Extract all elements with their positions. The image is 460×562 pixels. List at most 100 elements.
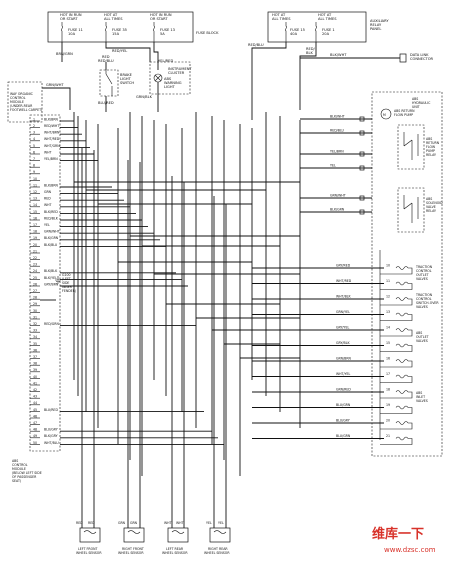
lf-sensor-body xyxy=(79,527,101,543)
pin-number: 9 xyxy=(33,170,35,174)
hot-label-3b: OR START xyxy=(150,17,168,21)
lf-sensor-coil xyxy=(83,530,97,534)
pin-number: 25 xyxy=(33,276,37,280)
pin-number: 20 xyxy=(33,243,37,247)
valve-return xyxy=(380,345,413,352)
pump-relay-label-1: ABS xyxy=(426,137,432,141)
pump-label-2: FLOW PUMP xyxy=(394,113,413,117)
bus-lines xyxy=(60,112,301,528)
valve-connector-number: 17 xyxy=(386,372,390,376)
valve-connector-number: 12 xyxy=(386,295,390,299)
rr-wire-2: YEL xyxy=(218,521,224,525)
gtm-label-1: WAY ORGANIC xyxy=(10,92,34,96)
module-label-6: SEAT) xyxy=(12,479,21,483)
valve-wire-label: WHT/BLK xyxy=(336,295,352,299)
inlet-label-3: VALVES xyxy=(416,399,428,403)
pin-number: 38 xyxy=(33,362,37,366)
wire-red-label: RED xyxy=(102,55,110,59)
cluster-label-2: CLUSTER xyxy=(168,71,185,75)
wire-brn-grn-label: BRN/GRN xyxy=(56,52,73,56)
pin-wire-label: WHT/GRN xyxy=(44,144,60,148)
brake-switch-box xyxy=(99,69,119,97)
pump-relay-label-2: RETURN xyxy=(426,141,440,145)
relay-panel-outline xyxy=(267,11,367,43)
module-label-1: ABS xyxy=(12,459,18,463)
hot-label-2a: HOT AT xyxy=(104,13,118,17)
pin-wire-label: GRY/BRN xyxy=(44,282,59,286)
tcs-label-3: SWITCH-OVER xyxy=(416,301,439,305)
right-rear-sensor: YEL YEL RIGHT REAR WHEEL SENSOR xyxy=(204,521,231,555)
rr-wire-1: YEL xyxy=(206,521,212,525)
valve-return xyxy=(380,283,413,290)
pin-number: 37 xyxy=(33,355,37,359)
inlet-label-1: ABS xyxy=(416,391,422,395)
valve-coil xyxy=(395,405,409,410)
relay-panel-label-2: RELAY xyxy=(370,23,382,27)
pin-wire-label: BLK/GRN xyxy=(44,236,59,240)
fuse-block-title-1: FUSE BLOCK xyxy=(196,31,219,35)
valve-coil xyxy=(395,390,409,394)
pump-relay-coil xyxy=(403,132,419,160)
module-label-3: MODULE xyxy=(12,467,26,471)
data-link-wire: BLK/WHT xyxy=(330,53,347,57)
valve-connector-number: 10 xyxy=(386,264,390,268)
pump-relay-box xyxy=(397,124,425,170)
pump-wire-label: YEL xyxy=(330,164,336,168)
solenoid-relay-coil xyxy=(403,195,419,223)
gtm-label-3: MODULE xyxy=(10,100,24,104)
valve-coil xyxy=(395,328,409,332)
pump-connector xyxy=(359,130,365,136)
pin-number: 7 xyxy=(33,157,35,161)
pin-number: 35 xyxy=(33,342,37,346)
pin-number: 1 xyxy=(33,117,35,121)
sol-relay-label-4: RELAY xyxy=(426,209,436,213)
hot-label-2b: ALL TIMES xyxy=(104,17,123,21)
relay-panel-label-3: PANEL xyxy=(370,27,381,31)
wire-relay-2 xyxy=(299,42,317,110)
fuse-11-label: FUSE 11 xyxy=(68,28,83,32)
relay-hot-1: HOT AT xyxy=(272,13,286,17)
ground-symbol xyxy=(55,276,61,284)
pin-number: 49 xyxy=(33,434,37,438)
wire-red-yel-label: RED/YEL xyxy=(112,49,127,53)
pin-wire-label: RED/WHT xyxy=(44,124,59,128)
fuse-symbol-3 xyxy=(153,22,155,42)
inlet-label-2: INLET xyxy=(416,395,425,399)
valve-return xyxy=(380,298,413,306)
pin-number: 26 xyxy=(33,282,37,286)
rr-label-1: RIGHT REAR xyxy=(208,547,228,551)
lf-label-1: LEFT FRONT xyxy=(78,547,97,551)
valve-connector-number: 21 xyxy=(386,434,390,438)
relay-fuse-15: FUSE 15 xyxy=(290,28,305,32)
abs-control-module-box xyxy=(29,114,61,452)
fuse-35-label: FUSE 35 xyxy=(112,28,127,32)
lr-wire-2: WHT xyxy=(176,521,184,525)
left-front-sensor: RED RED LEFT FRONT WHEEL SENSOR xyxy=(76,521,102,555)
auxiliary-relay-panel: HOT AT ALL TIMES HOT AT ALL TIMES FUSE 1… xyxy=(267,11,389,43)
pump-wire-label: BLK/GRN xyxy=(330,208,345,212)
gtm-label-5: FOOTWELL CARPET) xyxy=(10,108,42,112)
fuse-block-outline xyxy=(47,11,194,43)
valve-return xyxy=(380,391,413,399)
valve-wire-label: WHT/YEL xyxy=(336,372,351,376)
valve-coil xyxy=(395,374,409,379)
pin-wire-label: BLU/GRY xyxy=(44,428,58,432)
pump-connector xyxy=(359,165,365,171)
ground-label-5: FENDER) xyxy=(62,289,76,293)
valve-wire-label: GRY/BLK xyxy=(336,341,350,345)
pin-number: 30 xyxy=(33,309,37,313)
hot-label-1b: OR START xyxy=(60,17,78,21)
pin-wire-label: RED xyxy=(44,197,51,201)
pump-wire-label: GRN/WHT xyxy=(330,194,346,198)
abs-hydraulic-unit: ABS HYDRAULIC UNIT M ABS RETURN FLOW PUM… xyxy=(371,91,443,457)
pin-wire-label: YEL/BRN xyxy=(44,157,58,161)
relay-hot-3: HOT AT xyxy=(318,13,332,17)
pin-number: 42 xyxy=(33,388,37,392)
solenoid-relay-box xyxy=(397,187,425,233)
pin-wire-label: BLK/BRN xyxy=(44,117,59,121)
pin-number: 39 xyxy=(33,368,37,372)
pin-wire-label: BLK/GRY xyxy=(44,434,58,438)
